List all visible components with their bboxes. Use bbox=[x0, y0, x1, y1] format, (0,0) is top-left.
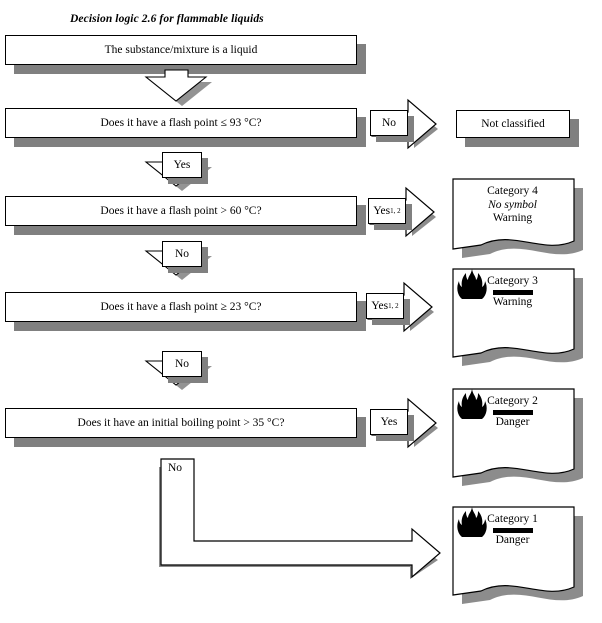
flame-base-bar bbox=[492, 527, 533, 533]
node-q4-box: Does it have an initial boiling point > … bbox=[5, 408, 357, 438]
label-text: Yes bbox=[371, 300, 389, 312]
page-title: Decision logic 2.6 for flammable liquids bbox=[70, 13, 264, 25]
node-q3-box: Does it have a flash point ≥ 23 °C? bbox=[5, 292, 357, 322]
node-q4-label: Does it have an initial boiling point > … bbox=[77, 417, 285, 429]
elbow-arrow-glyph bbox=[159, 458, 441, 579]
outcome-category-4: Category 4 No symbol Warning bbox=[452, 178, 583, 258]
node-q2-box: Does it have a flash point > 60 °C? bbox=[5, 196, 357, 226]
label-text: No bbox=[174, 358, 190, 370]
label-text: Yes bbox=[380, 416, 398, 428]
node-q3-label: Does it have a flash point ≥ 23 °C? bbox=[100, 301, 262, 313]
arrow-q4-yes-label: Yes bbox=[370, 409, 414, 441]
ghs-flame-pictogram bbox=[452, 269, 573, 299]
outcome-not-classified: Not classified bbox=[456, 110, 579, 147]
signal-word: Warning bbox=[492, 295, 533, 308]
label-superscript: 1, 2 bbox=[388, 302, 399, 310]
node-start-box: The substance/mixture is a liquid bbox=[5, 35, 357, 65]
node-q3: Does it have a flash point ≥ 23 °C? bbox=[5, 292, 366, 331]
arrow-q1-no: No bbox=[368, 98, 446, 152]
label-text: No bbox=[381, 117, 397, 129]
arrow-q2-no-to-q3: No bbox=[140, 241, 224, 286]
signal-word: Danger bbox=[495, 415, 530, 428]
arrow-q2-no-label: No bbox=[162, 241, 208, 273]
label-box: No bbox=[162, 351, 202, 377]
category-label: Category 4 bbox=[487, 185, 538, 197]
arrow-q4-no-label: No bbox=[168, 462, 183, 474]
arrow-q4-no: No bbox=[159, 458, 460, 579]
arrow-q1-no-label: No bbox=[370, 110, 414, 142]
category-label: Category 2 bbox=[487, 395, 538, 407]
arrow-q3-no-to-q4: No bbox=[140, 351, 224, 396]
label-text: Yes bbox=[173, 159, 191, 171]
arrow-start-to-q1 bbox=[140, 68, 224, 112]
flame-icon bbox=[457, 507, 487, 537]
node-start: The substance/mixture is a liquid bbox=[5, 35, 366, 74]
label-text: No bbox=[174, 248, 190, 260]
flame-icon bbox=[457, 389, 487, 419]
ghs-flame-pictogram bbox=[452, 389, 573, 419]
outcome-category-2-text: Category 2 Danger bbox=[452, 388, 573, 429]
document-shape bbox=[452, 178, 583, 258]
down-arrow-glyph bbox=[144, 69, 212, 106]
category-label: Category 1 bbox=[487, 513, 538, 525]
outcome-category-3: Category 3 Warning bbox=[452, 268, 583, 366]
node-q1-label: Does it have a flash point ≤ 93 °C? bbox=[100, 117, 262, 129]
outcome-category-1: Category 1 Danger bbox=[452, 506, 583, 604]
node-q1-box: Does it have a flash point ≤ 93 °C? bbox=[5, 108, 357, 138]
arrow-q3-no-label: No bbox=[162, 351, 208, 383]
ghs-flame-pictogram bbox=[452, 507, 573, 537]
outcome-not-classified-box: Not classified bbox=[456, 110, 570, 138]
node-q2: Does it have a flash point > 60 °C? bbox=[5, 196, 366, 235]
node-q2-label: Does it have a flash point > 60 °C? bbox=[100, 205, 262, 217]
label-superscript: 1, 2 bbox=[390, 207, 401, 215]
label-box: No bbox=[162, 241, 202, 267]
outcome-category-1-text: Category 1 Danger bbox=[452, 506, 573, 547]
arrow-q1-yes-to-q2: Yes bbox=[140, 152, 224, 197]
node-start-label: The substance/mixture is a liquid bbox=[104, 44, 258, 56]
flame-base-bar bbox=[492, 409, 533, 415]
flame-icon bbox=[457, 269, 487, 299]
arrow-q4-yes: Yes bbox=[368, 397, 446, 451]
node-q1: Does it have a flash point ≤ 93 °C? bbox=[5, 108, 366, 147]
arrow-q1-yes-label: Yes bbox=[162, 152, 208, 184]
category-label: Category 3 bbox=[487, 275, 538, 287]
outcome-category-3-text: Category 3 Warning bbox=[452, 268, 573, 309]
outcome-category-2: Category 2 Danger bbox=[452, 388, 583, 486]
label-box: Yes bbox=[370, 409, 408, 435]
outcome-not-classified-label: Not classified bbox=[481, 118, 545, 130]
signal-word: Danger bbox=[495, 533, 530, 546]
node-q4: Does it have an initial boiling point > … bbox=[5, 408, 366, 447]
signal-word: Warning bbox=[492, 212, 533, 224]
label-box: Yes bbox=[162, 152, 202, 178]
symbol-label: No symbol bbox=[488, 198, 537, 211]
label-text: Yes bbox=[373, 205, 391, 217]
flame-base-bar bbox=[492, 289, 533, 295]
outcome-category-4-text: Category 4 No symbol Warning bbox=[452, 178, 573, 226]
label-box: No bbox=[370, 110, 408, 136]
